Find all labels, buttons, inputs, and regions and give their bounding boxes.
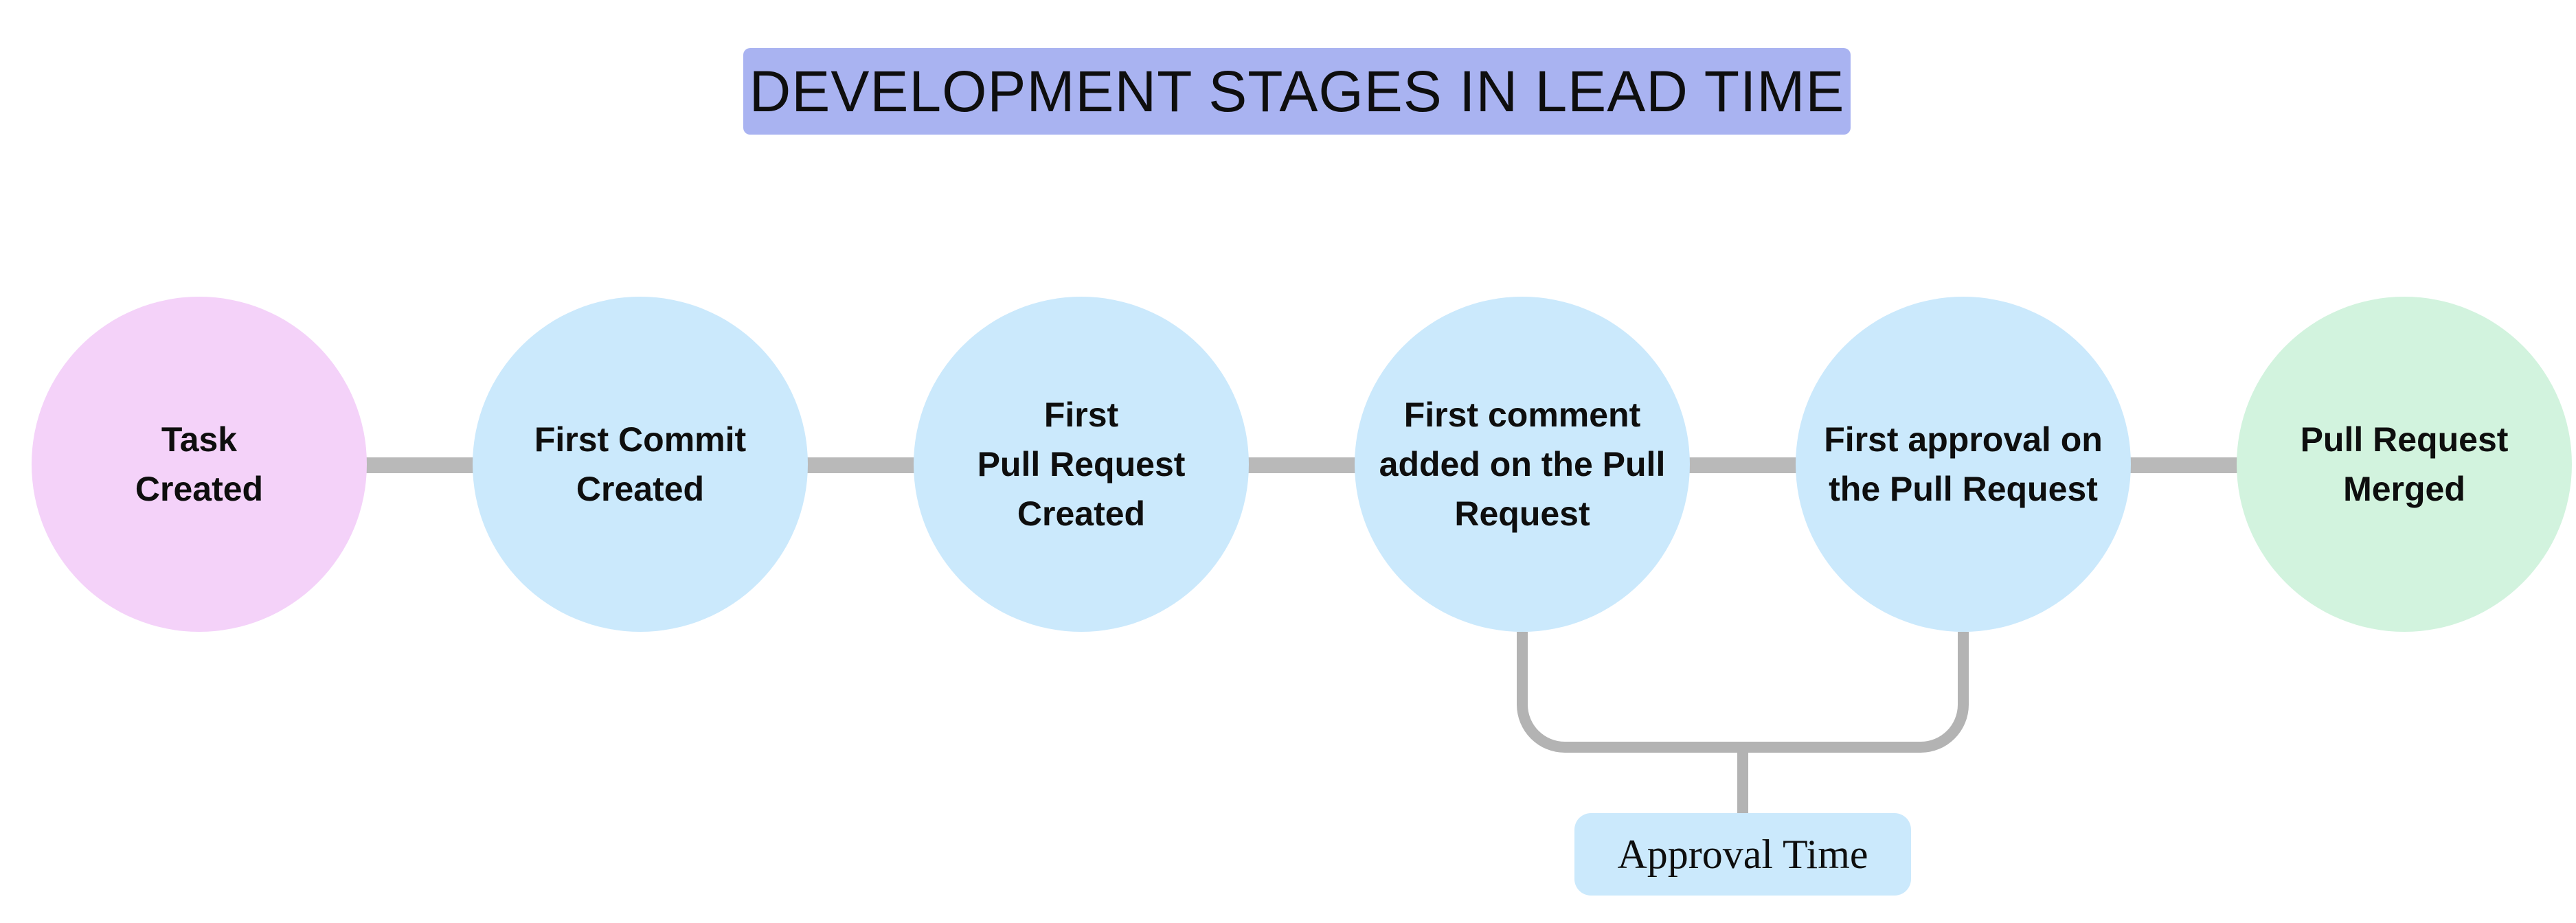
stage-label: First approval on the Pull Request: [1824, 420, 2103, 508]
stage-circle-first-comment-added: First comment added on the Pull Request: [1355, 297, 1690, 632]
approval-time-bracket: [1517, 632, 1969, 753]
stage-circle-first-commit-created: First Commit Created: [473, 297, 808, 632]
approval-time-label: Approval Time: [1574, 813, 1911, 896]
page-title: DEVELOPMENT STAGES IN LEAD TIME: [743, 48, 1851, 135]
stage-circle-pull-request-merged: Pull Request Merged: [2237, 297, 2572, 632]
stage-circle-task-created: Task Created: [32, 297, 367, 632]
stage-circle-first-approval: First approval on the Pull Request: [1796, 297, 2131, 632]
stage-label: First Pull Request Created: [977, 396, 1186, 533]
stage-label: First Commit Created: [534, 420, 747, 508]
stage-label: First comment added on the Pull Request: [1379, 396, 1666, 533]
stage-label: Task Created: [135, 420, 264, 508]
stage-circle-first-pull-request-created: First Pull Request Created: [914, 297, 1249, 632]
stage-label: Pull Request Merged: [2300, 420, 2509, 508]
approval-time-bracket-stem: [1737, 747, 1748, 816]
